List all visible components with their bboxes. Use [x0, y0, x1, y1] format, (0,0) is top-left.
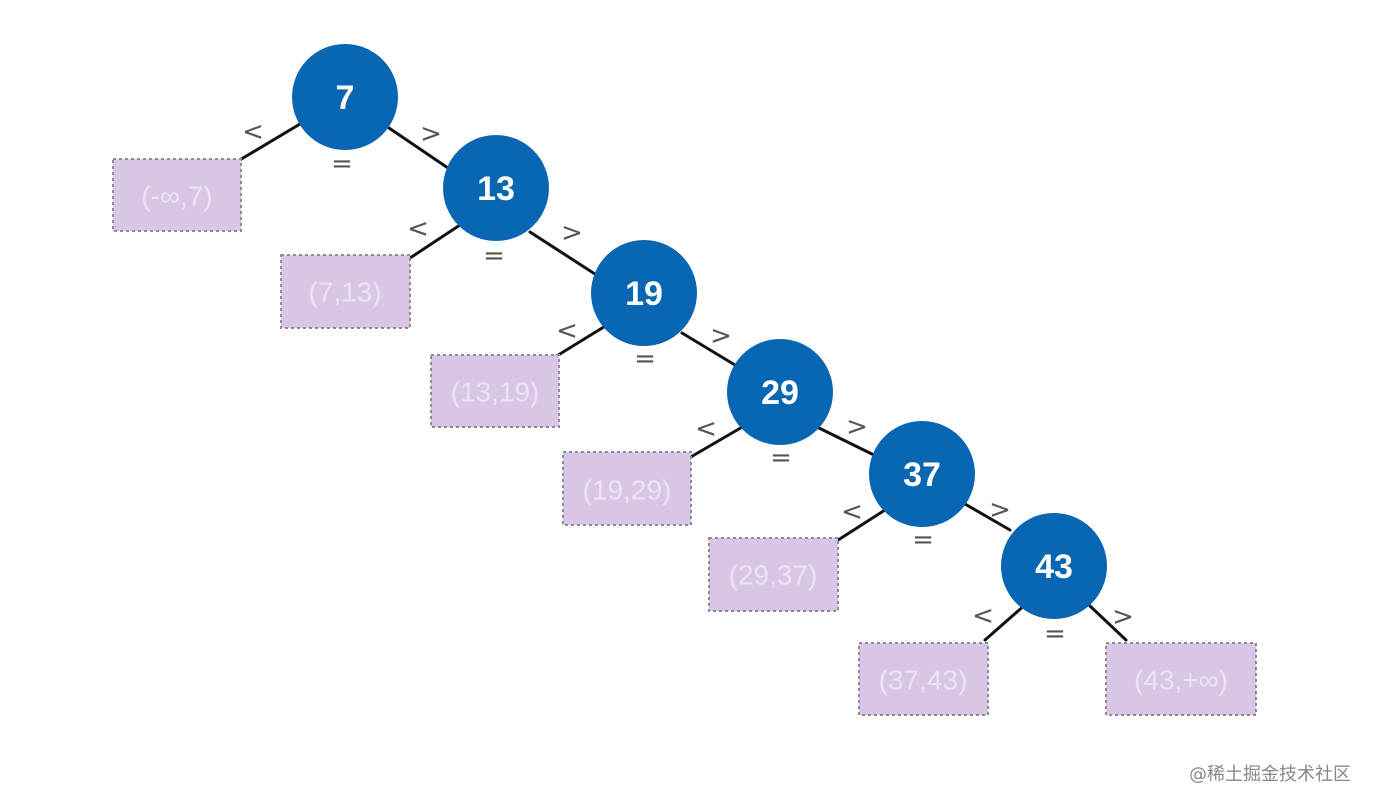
leaf-label: (37,43)	[879, 665, 968, 696]
node-label: 43	[1035, 548, 1073, 586]
edge-19-right	[680, 331, 737, 367]
leaf-interval: (7,13)	[280, 254, 411, 329]
tree-node: 13	[443, 135, 549, 241]
leaf-label: (29,37)	[729, 560, 818, 591]
greater-than-label: >	[420, 119, 442, 149]
less-than-label: <	[242, 117, 264, 147]
equal-label: =	[634, 344, 656, 374]
equal-label: =	[483, 241, 505, 271]
less-than-label: <	[407, 214, 429, 244]
greater-than-label: >	[561, 218, 583, 248]
equal-label: =	[912, 525, 934, 555]
edge-43-left	[983, 602, 1028, 642]
tree-node: 19	[591, 240, 697, 346]
tree-node: 29	[727, 339, 833, 445]
greater-than-label: >	[1112, 602, 1134, 632]
equal-label: =	[770, 443, 792, 473]
leaf-label: (13,19)	[451, 377, 540, 408]
greater-than-label: >	[989, 495, 1011, 525]
edge-13-left	[405, 223, 462, 262]
edge-7-left	[236, 122, 302, 163]
less-than-label: <	[556, 316, 578, 346]
leaf-interval: (-∞,7)	[112, 158, 242, 232]
leaf-interval: (29,37)	[708, 537, 839, 612]
less-than-label: <	[841, 497, 863, 527]
node-label: 37	[903, 456, 941, 494]
equal-label: =	[1044, 619, 1066, 649]
greater-than-label: >	[846, 412, 868, 442]
node-label: 29	[761, 374, 799, 412]
edge-43-right	[1088, 604, 1128, 642]
leaf-interval: (19,29)	[562, 451, 692, 526]
equal-label: =	[331, 149, 353, 179]
leaf-label: (7,13)	[308, 277, 381, 308]
edge-7-right	[387, 126, 450, 170]
leaf-interval: (37,43)	[858, 642, 989, 716]
leaf-interval: (13,19)	[430, 354, 560, 428]
tree-node: 7	[292, 44, 398, 150]
edge-19-left	[553, 323, 609, 359]
node-label: 7	[336, 79, 355, 117]
less-than-label: <	[972, 601, 994, 631]
leaf-label: (-∞,7)	[141, 181, 212, 212]
edge-37-right	[963, 502, 1012, 532]
leaf-interval: (43,+∞)	[1105, 642, 1257, 716]
node-label: 13	[477, 170, 515, 208]
less-than-label: <	[695, 414, 717, 444]
edge-29-left	[687, 424, 746, 460]
watermark-text: @稀土掘金技术社区	[1189, 764, 1351, 785]
greater-than-label: >	[710, 321, 732, 351]
leaf-label: (19,29)	[583, 475, 672, 506]
tree-node: 37	[869, 421, 975, 527]
leaf-label: (43,+∞)	[1134, 665, 1228, 696]
edge-29-right	[817, 426, 880, 459]
edge-37-left	[833, 508, 887, 544]
edge-13-right	[528, 230, 600, 278]
node-label: 19	[625, 275, 663, 313]
tree-node: 43	[1001, 513, 1107, 619]
